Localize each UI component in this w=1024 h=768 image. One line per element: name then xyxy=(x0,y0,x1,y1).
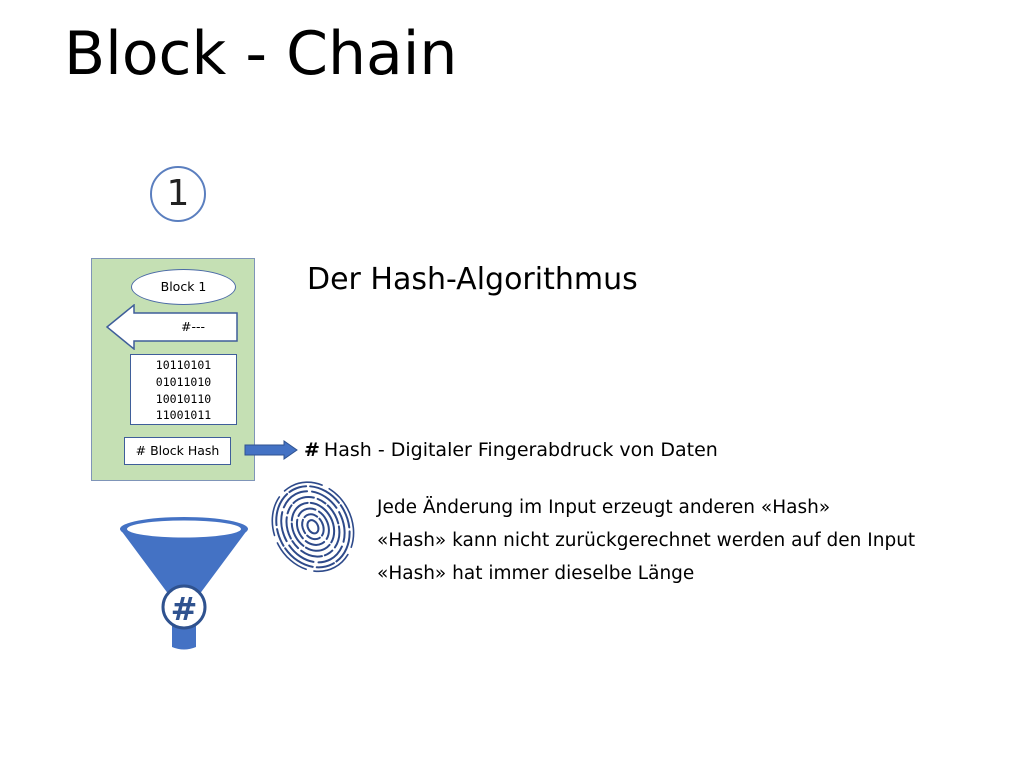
data-line: 10010110 xyxy=(155,391,212,406)
funnel-hash-symbol: # xyxy=(171,590,198,628)
previous-hash-label: #--- xyxy=(180,319,205,334)
arrow-left-icon xyxy=(106,304,238,350)
hash-definition: #Hash - Digitaler Fingerabdruck von Date… xyxy=(304,436,718,464)
hash-property: «Hash» kann nicht zurückgerechnet werden… xyxy=(377,530,916,551)
hash-properties-list: Jede Änderung im Input erzeugt anderen «… xyxy=(377,491,915,590)
hash-definition-text: Hash - Digitaler Fingerabdruck von Daten xyxy=(323,439,718,461)
block-label: Block 1 xyxy=(131,269,236,305)
funnel-icon: # xyxy=(120,517,248,650)
arrow-right-icon xyxy=(244,440,298,460)
data-line: 01011010 xyxy=(155,374,212,389)
hash-property: Jede Änderung im Input erzeugt anderen «… xyxy=(377,497,831,518)
fingerprint-icon xyxy=(271,481,355,573)
block-hash-box: # Block Hash xyxy=(124,437,231,465)
hash-symbol: # xyxy=(304,439,320,461)
slide-title: Block - Chain xyxy=(64,19,458,89)
step-number-badge: 1 xyxy=(150,166,206,222)
data-line: 10110101 xyxy=(155,358,212,372)
block-data-box: 10110101 01011010 10010110 11001011 xyxy=(130,354,237,425)
section-title: Der Hash-Algorithmus xyxy=(307,262,638,297)
hash-property: «Hash» hat immer dieselbe Länge xyxy=(377,563,695,584)
data-line: 11001011 xyxy=(155,408,212,423)
